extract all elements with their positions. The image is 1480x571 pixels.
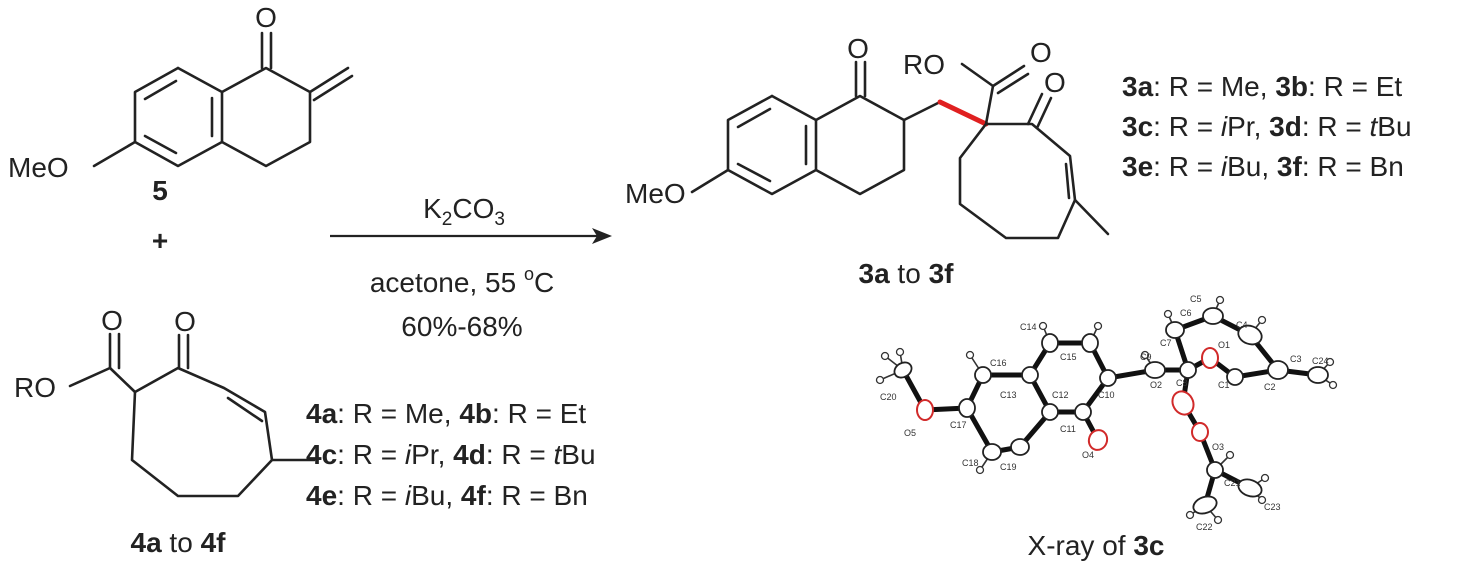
compound-3-variants: 3a: R = Me, 3b: R = Et 3c: R = iPr, 3d: … <box>1122 71 1412 182</box>
svg-text:C14: C14 <box>1020 322 1037 332</box>
compound-4-variants: 4a: R = Me, 4b: R = Et 4c: R = iPr, 4d: … <box>306 398 596 511</box>
svg-text:O4: O4 <box>1082 450 1094 460</box>
svg-text:C7: C7 <box>1160 338 1172 348</box>
svg-text:C13: C13 <box>1000 390 1017 400</box>
ortep-atom-labels: C20 O5 C17 C18 C19 C16 C14 C15 C13 C12 C… <box>880 294 1329 532</box>
svg-text:C22: C22 <box>1196 522 1213 532</box>
svg-text:C19: C19 <box>1000 462 1017 472</box>
ortep-heavy-atoms <box>893 307 1329 515</box>
compound-3-ester-carbonyl-oxygen: O <box>1030 37 1052 68</box>
svg-text:O1: O1 <box>1218 340 1230 350</box>
svg-text:O2: O2 <box>1150 380 1162 390</box>
compound-4-ketone-oxygen: O <box>174 306 196 337</box>
variant-line-4e-4f: 4e: R = iBu, 4f: R = Bn <box>306 480 588 511</box>
compound-3-methoxy-label: MeO <box>625 178 686 209</box>
compound-5-label: 5 <box>152 175 168 206</box>
reagent-label: K2CO3 <box>423 193 505 230</box>
variant-line-3e-3f: 3e: R = iBu, 3f: R = Bn <box>1122 151 1404 182</box>
xray-ortep-figure: C20 O5 C17 C18 C19 C16 C14 C15 C13 C12 C… <box>875 294 1338 561</box>
svg-text:C20: C20 <box>880 392 897 402</box>
variant-line-4a-4b: 4a: R = Me, 4b: R = Et <box>306 398 586 429</box>
svg-text:C3: C3 <box>1290 354 1302 364</box>
compound-3-ester-label: RO <box>903 49 945 80</box>
svg-text:C16: C16 <box>990 358 1007 368</box>
compound-4-structure: O O RO 4a to 4f <box>14 305 316 558</box>
compound-3-ring-ketone-oxygen: O <box>1044 67 1066 98</box>
variant-line-4c-4d: 4c: R = iPr, 4d: R = tBu <box>306 439 596 470</box>
svg-text:C1: C1 <box>1218 380 1230 390</box>
compound-3-structure: O O O RO MeO 3a to 3f <box>625 33 1110 289</box>
variant-line-3a-3b: 3a: R = Me, 3b: R = Et <box>1122 71 1402 102</box>
svg-text:C6: C6 <box>1180 308 1192 318</box>
compound-4-range-label: 4a to 4f <box>131 527 227 558</box>
svg-text:C9: C9 <box>1140 352 1152 362</box>
svg-text:C10: C10 <box>1098 390 1115 400</box>
svg-text:C24: C24 <box>1312 356 1329 366</box>
svg-text:C12: C12 <box>1052 390 1069 400</box>
svg-text:C5: C5 <box>1190 294 1202 304</box>
svg-text:C2: C2 <box>1264 382 1276 392</box>
compound-5-ketone-oxygen: O <box>255 2 277 33</box>
svg-text:C21: C21 <box>1224 478 1241 488</box>
compound-4-ester-label: RO <box>14 372 56 403</box>
compound-3-tetralone-oxygen: O <box>847 33 869 64</box>
yield-label: 60%-68% <box>401 311 522 342</box>
svg-text:C8: C8 <box>1176 378 1188 388</box>
reaction-arrow: K2CO3 acetone, 55 oC 60%-68% <box>330 193 612 342</box>
svg-text:C4: C4 <box>1236 320 1248 330</box>
svg-text:C11: C11 <box>1060 424 1076 434</box>
plus-sign: + <box>152 225 168 256</box>
conditions-label: acetone, 55 oC <box>370 264 554 298</box>
compound-3-range-label: 3a to 3f <box>859 258 955 289</box>
ortep-hydrogen-atoms <box>875 295 1338 525</box>
svg-text:O5: O5 <box>904 428 916 438</box>
svg-text:C18: C18 <box>962 458 979 468</box>
compound-5-methoxy-label: MeO <box>8 152 69 183</box>
svg-text:C23: C23 <box>1264 502 1281 512</box>
svg-text:O3: O3 <box>1212 442 1224 452</box>
svg-text:C17: C17 <box>950 420 967 430</box>
variant-line-3c-3d: 3c: R = iPr, 3d: R = tBu <box>1122 111 1412 142</box>
xray-caption: X-ray of 3c <box>1028 530 1165 561</box>
svg-text:C15: C15 <box>1060 352 1077 362</box>
compound-4-ester-carbonyl-oxygen: O <box>101 305 123 336</box>
compound-5-structure: O MeO 5 <box>8 2 354 206</box>
